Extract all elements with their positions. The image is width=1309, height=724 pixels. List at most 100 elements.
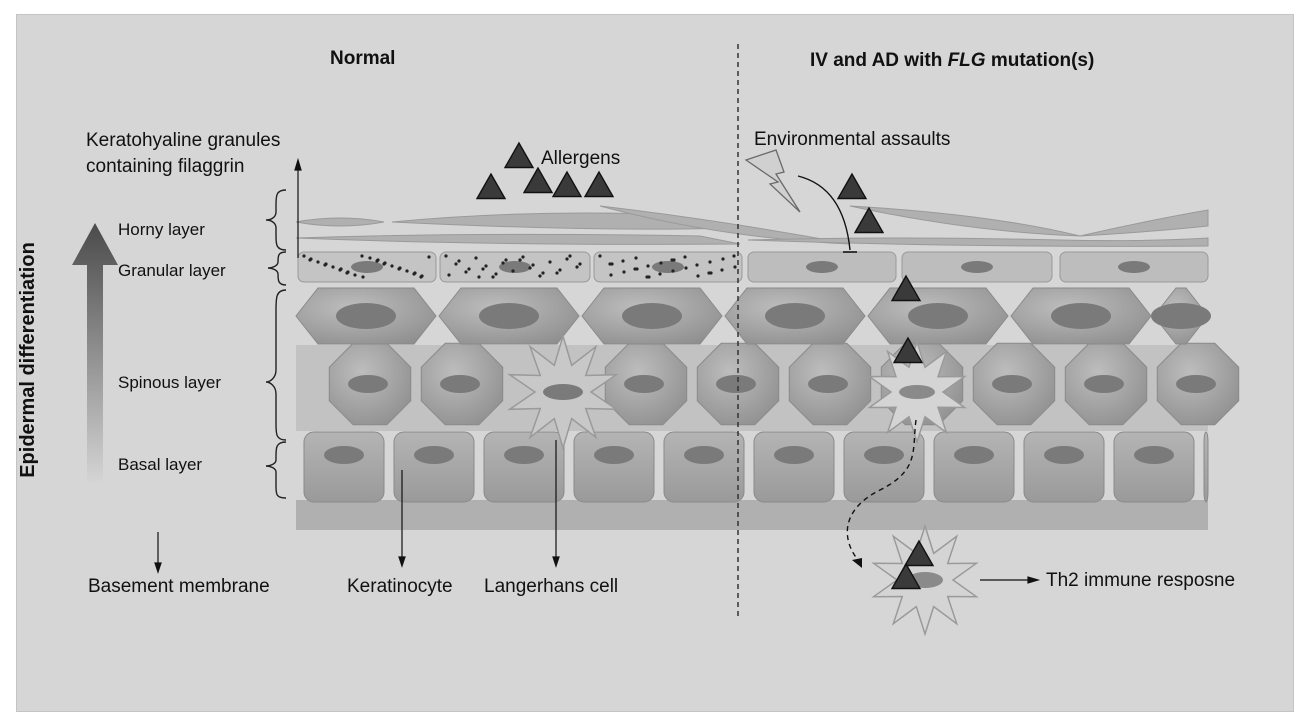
keratohyaline-granule — [721, 257, 724, 260]
spinous-nucleus — [440, 375, 480, 393]
keratohyaline-granule — [467, 267, 470, 270]
basal-nucleus — [414, 446, 454, 464]
allergens-label: Allergens — [541, 148, 620, 170]
upper-spinous-nucleus — [765, 303, 825, 329]
triangle-icon — [524, 168, 552, 193]
keratohyaline-granule — [382, 262, 385, 265]
keratohyaline-granule — [558, 268, 561, 271]
basal-nucleus — [1044, 446, 1084, 464]
keratohyaline-granule — [633, 267, 636, 270]
spinous-layer-label: Spinous layer — [118, 373, 221, 393]
keratohyaline-granule — [484, 264, 487, 267]
keratohyaline-granule — [353, 273, 356, 276]
horny-layer-label: Horny layer — [118, 220, 205, 240]
keratohyaline-granule — [521, 255, 524, 258]
basal-nucleus — [504, 446, 544, 464]
spinous-nucleus — [1176, 375, 1216, 393]
mutation-heading-prefix: IV and AD with — [810, 50, 948, 71]
keratohyaline-label-line1: Keratohyaline granules — [86, 130, 280, 152]
horny-flake — [748, 238, 1208, 246]
keratohyaline-granule — [427, 255, 430, 258]
horny-layer-flakes — [296, 206, 1208, 246]
triangle-icon — [505, 143, 533, 168]
granular-nucleus-mutant — [961, 261, 993, 273]
basal-cell — [1204, 432, 1208, 502]
langerhans-cell-label: Langerhans cell — [484, 576, 618, 598]
environmental-assaults-label: Environmental assaults — [754, 129, 950, 151]
basal-cell — [934, 432, 1014, 502]
lightning-icon — [746, 150, 800, 212]
keratohyaline-granule — [518, 258, 521, 261]
layer-braces — [266, 190, 286, 498]
keratohyaline-granule — [511, 269, 514, 272]
keratohyaline-granule — [477, 275, 480, 278]
keratohyaline-label-line2: containing filaggrin — [86, 156, 244, 178]
granular-layer-cells — [298, 252, 1208, 282]
keratohyaline-granule — [323, 263, 326, 266]
keratohyaline-granule — [733, 265, 736, 268]
epidermal-differentiation-label: Epidermal differentiation — [17, 240, 43, 480]
horny-flake — [850, 206, 1080, 236]
keratohyaline-granule — [646, 264, 649, 267]
horny-flake — [1080, 210, 1208, 236]
keratohyaline-granule — [732, 254, 735, 257]
upper-spinous-nucleus — [622, 303, 682, 329]
basal-nucleus — [594, 446, 634, 464]
basal-nucleus — [774, 446, 814, 464]
keratohyaline-granule — [568, 254, 571, 257]
langerhans-nucleus-mutant — [899, 385, 935, 399]
keratohyaline-granule — [338, 268, 341, 271]
granular-nucleus-mutant — [806, 261, 838, 273]
horny-flake — [296, 218, 384, 226]
keratohyaline-granule — [412, 272, 415, 275]
keratohyaline-granule — [454, 262, 457, 265]
keratohyaline-granule — [494, 272, 497, 275]
basal-nucleus — [954, 446, 994, 464]
horny-flake — [296, 234, 740, 244]
keratohyaline-granule — [397, 267, 400, 270]
keratohyaline-granule — [671, 269, 674, 272]
upper-spinous-cells — [296, 288, 1211, 344]
upper-spinous-nucleus — [1151, 303, 1211, 329]
granular-nucleus-mutant — [1118, 261, 1150, 273]
th2-response-label: Th2 immune resposne — [1046, 570, 1235, 592]
keratohyaline-granule — [464, 270, 467, 273]
keratohyaline-granule — [720, 268, 723, 271]
keratohyaline-granule — [481, 267, 484, 270]
migration-arrowhead — [852, 558, 862, 568]
basal-cell — [484, 432, 564, 502]
keratohyaline-granule — [548, 260, 551, 263]
keratohyaline-granule — [684, 266, 687, 269]
keratohyaline-granule — [621, 259, 624, 262]
keratohyaline-granule — [659, 261, 662, 264]
basal-layer-label: Basal layer — [118, 455, 202, 475]
keratohyaline-granule — [598, 254, 601, 257]
keratohyaline-granule — [308, 258, 311, 261]
basal-cell — [754, 432, 834, 502]
triangle-icon — [553, 172, 581, 197]
keratohyaline-granule — [578, 262, 581, 265]
basal-cell — [574, 432, 654, 502]
basal-cell — [844, 432, 924, 502]
basal-cell — [664, 432, 744, 502]
basal-nucleus — [684, 446, 724, 464]
spinous-nucleus — [1084, 375, 1124, 393]
spinous-nucleus — [348, 375, 388, 393]
keratohyaline-granule — [683, 255, 686, 258]
keratohyaline-granule — [302, 254, 305, 257]
basal-cell — [394, 432, 474, 502]
keratohyaline-granule — [531, 263, 534, 266]
keratinocyte-label: Keratinocyte — [347, 576, 453, 598]
keratohyaline-granule — [609, 273, 612, 276]
keratohyaline-granule — [658, 272, 661, 275]
upper-spinous-nucleus — [336, 303, 396, 329]
spinous-nucleus — [992, 375, 1032, 393]
keratohyaline-granule — [474, 256, 477, 259]
keratohyaline-granule — [368, 256, 371, 259]
keratohyaline-granule — [316, 260, 319, 263]
mutation-heading: IV and AD with FLG mutation(s) — [810, 50, 1094, 72]
triangle-icon — [477, 174, 505, 199]
upper-spinous-nucleus — [479, 303, 539, 329]
spinous-nucleus — [624, 375, 664, 393]
